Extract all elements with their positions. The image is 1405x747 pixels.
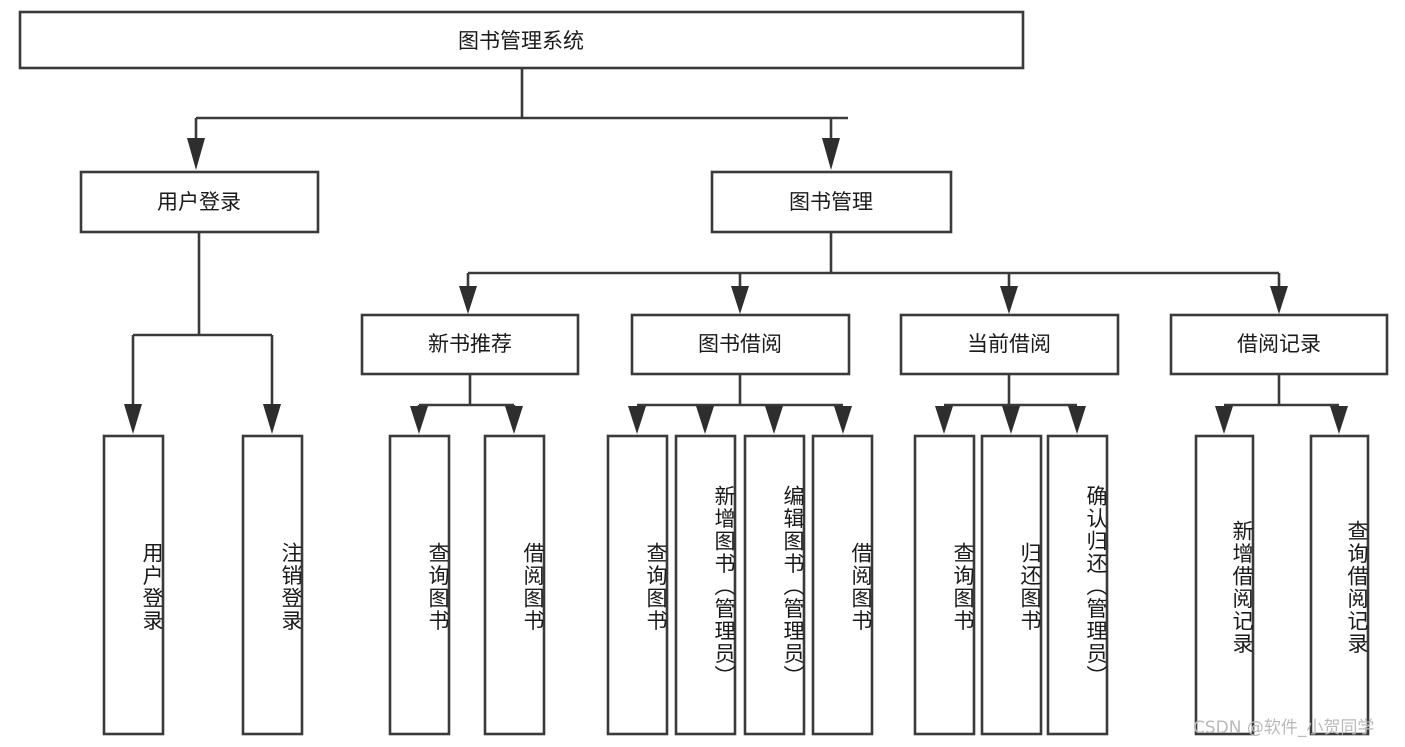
connector-book-manage-to-level2 (459, 232, 1288, 314)
arrow-head-book-borrow (731, 286, 749, 314)
arrow-head-book-manage (822, 138, 840, 170)
leaf-box-bb-edit-book[interactable] (743, 434, 806, 736)
connector-borrow-record-to-leaves (1215, 374, 1348, 434)
connector-user-login-to-leaves (124, 232, 281, 434)
leaf-box-br-add-record[interactable] (1194, 434, 1255, 736)
arrow-head-bb-query-book (628, 406, 646, 434)
leaf-box-bb-add-book[interactable] (674, 434, 737, 736)
arrow-head-leaf-user-login (124, 404, 142, 434)
node-book-manage[interactable]: 图书管理 (710, 170, 953, 234)
arrow-head-br-add-record (1215, 406, 1233, 434)
node-book-manage-box[interactable] (710, 170, 953, 234)
leaf-box-cb-return-book[interactable] (980, 434, 1043, 736)
leaf-box-bb-borrow-book[interactable] (811, 434, 874, 736)
csdn-watermark: CSDN @软件_小贺同学 (1193, 718, 1375, 738)
connector-book-borrow-to-leaves (628, 374, 852, 434)
leaf-box-nb-query-book[interactable] (388, 434, 451, 736)
leaf-box-br-query-record[interactable] (1309, 434, 1370, 736)
arrow-head-leaf-logout (263, 404, 281, 434)
leaf-box-bb-query-book[interactable] (606, 434, 669, 736)
node-book-manage-label: 图书管理 (789, 190, 873, 214)
node-book-borrow[interactable]: 图书借阅 (630, 313, 851, 376)
node-borrow-record-label: 借阅记录 (1237, 332, 1321, 356)
arrow-head-borrow-record (1270, 286, 1288, 314)
node-book-borrow-box[interactable] (630, 313, 851, 376)
arrow-head-br-query-record (1330, 406, 1348, 434)
node-borrow-record[interactable]: 借阅记录 (1169, 313, 1389, 376)
arrow-head-cb-return-book (1002, 406, 1020, 434)
leaf-box-logout[interactable] (241, 434, 304, 736)
node-new-book-recommend-box[interactable] (360, 313, 580, 376)
arrow-head-new-book (459, 286, 477, 314)
arrow-head-nb-borrow-book (505, 406, 523, 434)
arrow-head-bb-edit-book (765, 406, 783, 434)
node-user-login[interactable]: 用户登录 (79, 170, 320, 234)
arrow-head-user-login (187, 138, 205, 170)
arrow-head-bb-add-book (696, 406, 714, 434)
node-root-system-box[interactable] (18, 10, 1025, 70)
node-current-borrow[interactable]: 当前借阅 (899, 313, 1120, 376)
leaf-box-nb-borrow-book[interactable] (483, 434, 546, 736)
node-book-borrow-label: 图书借阅 (698, 332, 782, 356)
node-root-system-label: 图书管理系统 (458, 29, 584, 53)
connector-new-book-to-leaves (410, 374, 523, 434)
arrow-head-current-borrow (1000, 286, 1018, 314)
node-current-borrow-box[interactable] (899, 313, 1120, 376)
node-new-book-recommend-label: 新书推荐 (428, 332, 512, 356)
node-root-system[interactable]: 图书管理系统 (18, 10, 1025, 70)
arrow-head-bb-borrow-book (834, 406, 852, 434)
connector-current-borrow-to-leaves (935, 374, 1086, 434)
node-user-login-label: 用户登录 (157, 190, 241, 214)
leaf-box-user-login[interactable] (102, 434, 165, 736)
node-new-book-recommend[interactable]: 新书推荐 (360, 313, 580, 376)
arrow-head-nb-query-book (410, 406, 428, 434)
leaf-box-cb-query-book[interactable] (913, 434, 976, 736)
node-borrow-record-box[interactable] (1169, 313, 1389, 376)
arrow-head-cb-confirm-return (1068, 406, 1086, 434)
node-current-borrow-label: 当前借阅 (967, 332, 1051, 356)
leaf-box-cb-confirm-return[interactable] (1046, 434, 1109, 736)
node-user-login-box[interactable] (79, 170, 320, 234)
connector-root-to-level1 (187, 68, 848, 170)
arrow-head-cb-query-book (935, 406, 953, 434)
